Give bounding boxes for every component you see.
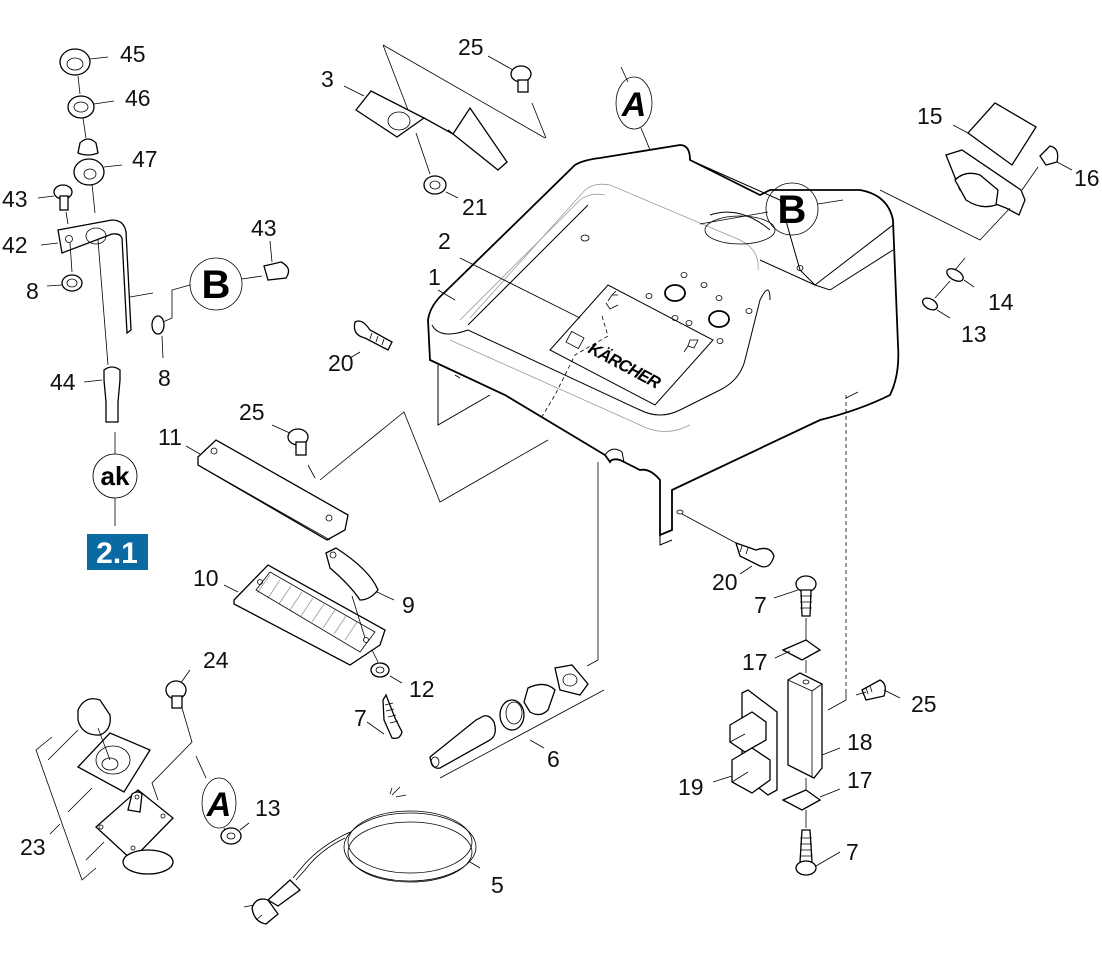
part-11-bar (185, 411, 549, 541)
callout-8-right: 8 (158, 365, 171, 391)
part-20-screw-left (349, 320, 393, 359)
callout-17-lower: 17 (847, 767, 873, 793)
callout-11: 11 (158, 424, 182, 450)
section-badge[interactable]: 2.1 (87, 534, 148, 570)
part-5-power-cable (243, 786, 481, 925)
part-7-screw-upper (773, 575, 817, 640)
callout-5: 5 (491, 872, 504, 898)
part-13-nut-bottom (220, 822, 250, 845)
part-46-washer (67, 75, 115, 119)
callout-20-right: 20 (712, 569, 738, 595)
callout-3: 3 (321, 66, 334, 92)
callout-18: 18 (847, 729, 873, 755)
marker-ak-label: ak (101, 461, 130, 491)
section-badge-label: 2.1 (96, 537, 138, 570)
part-1-housing (427, 144, 900, 690)
part-25-screw-right (855, 679, 901, 701)
reference-marker-ak: ak (92, 453, 138, 526)
part-42-bracket (40, 183, 154, 335)
callout-7-lower: 7 (846, 839, 859, 865)
part-25-screw-top (487, 55, 547, 139)
part-10-grille-plate (223, 564, 386, 666)
callout-23: 23 (20, 834, 46, 860)
part-21-nut (423, 175, 459, 199)
part-8-washer-b (151, 284, 191, 359)
part-8-nut-left (46, 242, 83, 292)
callout-44: 44 (50, 369, 76, 395)
callout-43-right: 43 (251, 215, 277, 241)
callout-6: 6 (547, 746, 560, 772)
callout-19: 19 (678, 774, 704, 800)
reference-marker-a-bottom: A (195, 755, 237, 839)
callout-7-middle: 7 (354, 705, 367, 731)
part-43-screw-left (37, 184, 73, 225)
part-17-pad-lower (781, 778, 841, 811)
part-25-screw-middle (271, 424, 316, 479)
svg-text:B: B (778, 188, 807, 232)
part-17-pad-upper (774, 639, 822, 673)
callout-21: 21 (462, 194, 488, 220)
part-13-nut-right (921, 297, 951, 319)
callout-2: 2 (438, 228, 451, 254)
part-20-screw-right (676, 509, 775, 575)
callout-8-left: 8 (26, 278, 39, 304)
callout-25-top: 25 (458, 34, 484, 60)
callout-25-middle: 25 (239, 399, 265, 425)
callout-10: 10 (193, 565, 219, 591)
svg-text:A: A (206, 786, 232, 824)
part-24-screw (151, 669, 193, 801)
callout-42: 42 (2, 232, 28, 258)
callout-13-right: 13 (961, 321, 987, 347)
callout-16: 16 (1074, 165, 1100, 191)
part-19-relay-board (712, 689, 778, 796)
marker-a-label: A (621, 86, 647, 124)
callout-17-upper: 17 (742, 649, 768, 675)
part-44-hose-fitting (83, 239, 121, 454)
callout-25-right: 25 (911, 691, 937, 717)
callout-9: 9 (402, 592, 415, 618)
callout-24: 24 (203, 647, 229, 673)
reference-marker-b-left: B (189, 257, 263, 311)
callout-7-upper: 7 (754, 592, 767, 618)
part-7-screw-lower (795, 810, 841, 876)
part-43-screw-right (263, 240, 290, 281)
part-47-fitting (73, 117, 123, 186)
part-16-screw (1021, 145, 1073, 191)
part-23-knob-assembly (35, 698, 174, 881)
marker-b-label: B (202, 263, 231, 307)
callout-47: 47 (132, 146, 158, 172)
callout-45: 45 (120, 41, 146, 67)
part-6-strain-relief-set (429, 462, 605, 779)
reference-marker-b-right: B (699, 182, 844, 236)
callout-15: 15 (917, 103, 943, 129)
callout-20-left: 20 (328, 350, 354, 376)
callout-12: 12 (409, 676, 435, 702)
callout-43-left: 43 (2, 186, 28, 212)
part-45-nut (59, 48, 109, 76)
part-3-clip (343, 44, 546, 175)
part-7-screw-middle (366, 693, 403, 740)
callout-46: 46 (125, 85, 151, 111)
part-9-strap (325, 547, 395, 601)
callout-14: 14 (988, 289, 1014, 315)
callout-13-bottom: 13 (255, 795, 281, 821)
part-15-switch-module (879, 102, 1037, 241)
callout-labels: 45 46 47 43 42 8 43 8 44 3 25 21 2 1 20 … (2, 34, 1100, 898)
part-14-washer (934, 257, 975, 299)
part-18-block (787, 672, 847, 779)
part-12-washer (370, 649, 403, 684)
callout-1: 1 (428, 264, 441, 290)
